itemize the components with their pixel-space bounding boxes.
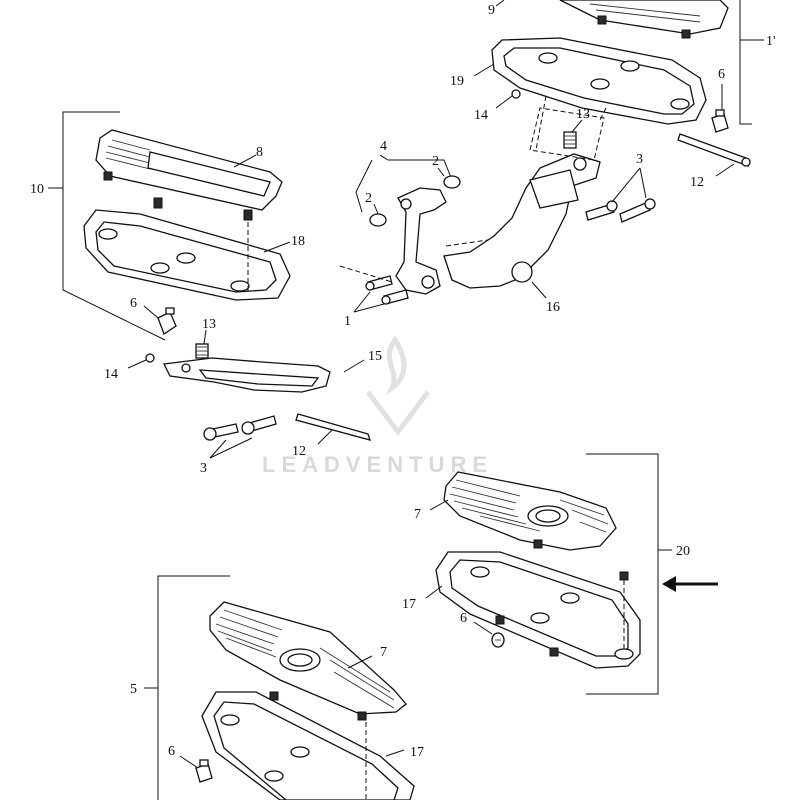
callout-14-top: 14 [474, 108, 488, 123]
part-14-clip-top [511, 89, 521, 99]
callout-6-right: 6 [460, 611, 467, 626]
part-4-arm [395, 187, 447, 295]
bracket-10 [48, 111, 166, 341]
part-13-spring-left [195, 343, 209, 359]
watermark-flame-icon [385, 335, 407, 396]
part-9-footboard-pad-rear [559, 0, 729, 39]
callout-18: 18 [291, 234, 305, 249]
callout-14-left: 14 [104, 367, 118, 382]
part-17-footboard-pan-left [201, 691, 415, 800]
callout-10: 10 [30, 182, 44, 197]
callout-13-left: 13 [202, 317, 216, 332]
callout-12-right: 12 [690, 175, 704, 190]
callout-2-top: 2 [432, 154, 439, 169]
part-2-bushing-left [369, 213, 387, 227]
part-6-bumper-top-right [711, 109, 729, 133]
callout-1-prime: 1' [766, 34, 776, 49]
bracket-5 [144, 575, 230, 800]
callout-17-left: 17 [410, 745, 424, 760]
part-3-bolts-center [585, 198, 656, 223]
callout-6-left: 6 [130, 296, 137, 311]
part-13-spring-center [563, 131, 577, 149]
watermark-text: LEADVENTURE [262, 452, 493, 477]
callout-1: 1 [344, 314, 351, 329]
part-17-footboard-pan-right [435, 551, 641, 669]
callout-12-left: 12 [292, 444, 306, 459]
callout-20: 20 [676, 544, 690, 559]
part-12-pin-left [295, 413, 371, 441]
callout-3-center: 3 [636, 152, 643, 167]
bracket-1-prime [739, 0, 764, 125]
part-2-bushing-right [443, 175, 461, 189]
part-1-bolts [365, 275, 409, 305]
callout-16: 16 [546, 300, 560, 315]
callout-4: 4 [380, 139, 387, 154]
watermark: LEADVENTURE [262, 335, 493, 477]
part-14-clip-left [145, 353, 155, 363]
part-12-pin-right [677, 133, 751, 168]
callout-8: 8 [256, 145, 263, 160]
callout-13-center: 13 [576, 107, 590, 122]
bracket-20 [586, 453, 672, 695]
callout-9: 9 [488, 3, 495, 18]
part-8-footboard-pad [95, 129, 283, 221]
callout-7-left: 7 [380, 645, 387, 660]
callout-6-top-right: 6 [718, 67, 725, 82]
part-7-footboard-pad-left [209, 601, 407, 721]
part-19-footboard-pan-rear [491, 37, 707, 125]
callout-5: 5 [130, 682, 137, 697]
callout-6-bottom: 6 [168, 744, 175, 759]
arrow-indicator [662, 576, 718, 592]
part-3-bolts-left [203, 415, 277, 441]
part-18-footboard-pan [83, 209, 291, 301]
callout-15: 15 [368, 349, 382, 364]
part-7-footboard-pad-right [443, 471, 629, 581]
callout-2-left: 2 [365, 191, 372, 206]
callout-3-left: 3 [200, 461, 207, 476]
arrow-left-icon [662, 576, 676, 592]
part-6-bumper-left [157, 307, 177, 335]
part-15-support-bracket [163, 357, 331, 393]
callout-19: 19 [450, 74, 464, 89]
part-6-bumper-left-bottom [195, 759, 213, 783]
callout-7-right: 7 [414, 507, 421, 522]
part-16-bracket [443, 153, 601, 289]
watermark-v-logo-icon [366, 390, 430, 437]
callout-17-right: 17 [402, 597, 416, 612]
part-6-bumper-right [491, 632, 505, 648]
